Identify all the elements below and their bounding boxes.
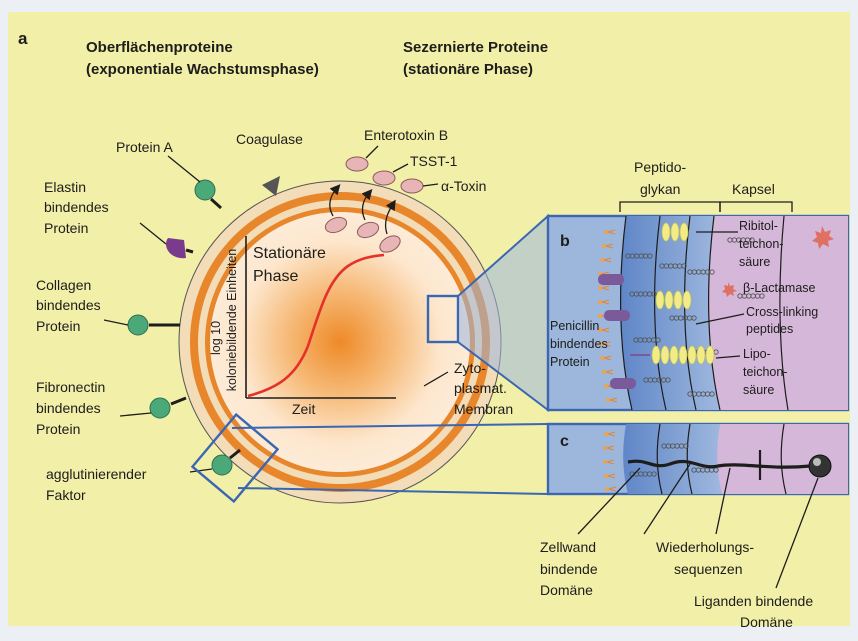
- membrane-label-2: plasmat.: [454, 380, 507, 396]
- crosslinking-label-2: peptides: [746, 322, 793, 336]
- peptidoglycan-label-1: Peptido-: [634, 159, 686, 175]
- tsst1-molecule: [373, 171, 395, 185]
- alpha-toxin-label: α-Toxin: [441, 178, 486, 194]
- growth-plot-ylabel-1: log 10: [209, 321, 223, 355]
- penicillin-binding-protein-molecule: [604, 310, 630, 321]
- ribitol-label-2: teichon-: [739, 237, 783, 251]
- capsule-label: Kapsel: [732, 181, 775, 197]
- tsst1-label: TSST-1: [410, 153, 458, 169]
- alpha-toxin-molecule: [401, 179, 423, 193]
- cell-wall-binding-label-3: Domäne: [540, 582, 593, 598]
- ligand-binding-label-1: Liganden bindende: [694, 593, 813, 609]
- peptidoglycan-label-2: glykan: [640, 181, 680, 197]
- penicillin-binding-protein-molecule: [610, 378, 636, 389]
- elastin-label-3: Protein: [44, 220, 88, 236]
- collagen-label-3: Protein: [36, 318, 80, 334]
- penicillin-binding-protein-molecule: [598, 274, 624, 285]
- panel-letter-a: a: [18, 29, 28, 48]
- pbp-label-3: Protein: [550, 355, 590, 369]
- secreted-proteins-heading: Sezernierte Proteine: [403, 39, 548, 56]
- enterotoxin-b-molecule: [346, 157, 368, 171]
- protein-a-label: Protein A: [116, 139, 173, 155]
- repeats-label-2: sequenzen: [674, 561, 743, 577]
- ligand-binding-domain-sphere: [809, 455, 831, 477]
- pbp-label-2: bindendes: [550, 337, 608, 351]
- crosslinking-label-1: Cross-linking: [746, 305, 818, 319]
- repeats-label-1: Wiederholungs-: [656, 539, 754, 555]
- ribitol-label-3: säure: [739, 255, 770, 269]
- stationary-phase-label-1: Stationäre: [253, 245, 326, 262]
- fibronectin-label-1: Fibronectin: [36, 379, 105, 395]
- ribitol-label-1: Ribitol-: [739, 219, 778, 233]
- surface-proteins-subheading: (exponentiale Wachstumsphase): [86, 61, 319, 78]
- fibronectin-label-2: bindendes: [36, 400, 101, 416]
- ligand-sphere-highlight: [813, 458, 821, 466]
- agglutinating-label-2: Faktor: [46, 487, 86, 503]
- cell-wall-binding-label-1: Zellwand: [540, 539, 596, 555]
- stationary-phase-label-2: Phase: [253, 268, 298, 285]
- cell-wall-binding-label-2: bindende: [540, 561, 598, 577]
- growth-plot-xlabel: Zeit: [292, 401, 315, 417]
- elastin-label-2: bindendes: [44, 199, 109, 215]
- lipoteichoic-label-3: säure: [743, 383, 774, 397]
- protein-a-molecule: [195, 180, 215, 200]
- membrane-label-1: Zyto-: [454, 360, 486, 376]
- collagen-binding-protein-molecule: [128, 315, 148, 335]
- panel-letter-c: c: [560, 433, 569, 450]
- lipoteichoic-label-2: teichon-: [743, 365, 787, 379]
- fibronectin-label-3: Protein: [36, 421, 80, 437]
- fibronectin-binding-protein-molecule: [150, 398, 170, 418]
- panel-c: c: [548, 424, 848, 494]
- pbp-label-1: Penicillin: [550, 319, 599, 333]
- collagen-label-2: bindendes: [36, 297, 101, 313]
- ribitol-teichoic-acid: [662, 223, 688, 241]
- lipoteichoic-label-1: Lipo-: [743, 347, 771, 361]
- coagulase-label: Coagulase: [236, 131, 303, 147]
- elastin-stalk: [186, 250, 193, 252]
- elastin-label-1: Elastin: [44, 179, 86, 195]
- panel-b: b Ribitol- teichon- säure β-Lactamase Cr…: [548, 216, 848, 410]
- beta-lactamase-label: β-Lactamase: [743, 281, 816, 295]
- agglutinating-label-1: agglutinierender: [46, 466, 147, 482]
- secreted-proteins-subheading: (stationäre Phase): [403, 61, 533, 78]
- collagen-label-1: Collagen: [36, 277, 91, 293]
- ligand-binding-label-2: Domäne: [740, 614, 793, 630]
- peptidoglycan-layer-c: [623, 424, 722, 494]
- surface-proteins-heading: Oberflächenproteine: [86, 39, 233, 56]
- agglutinating-factor-molecule: [212, 455, 232, 475]
- growth-plot-ylabel-2: koloniebildende Einheiten: [225, 249, 239, 392]
- enterotoxin-b-label: Enterotoxin B: [364, 127, 448, 143]
- panel-letter-b: b: [560, 233, 570, 250]
- membrane-label-3: Membran: [454, 401, 513, 417]
